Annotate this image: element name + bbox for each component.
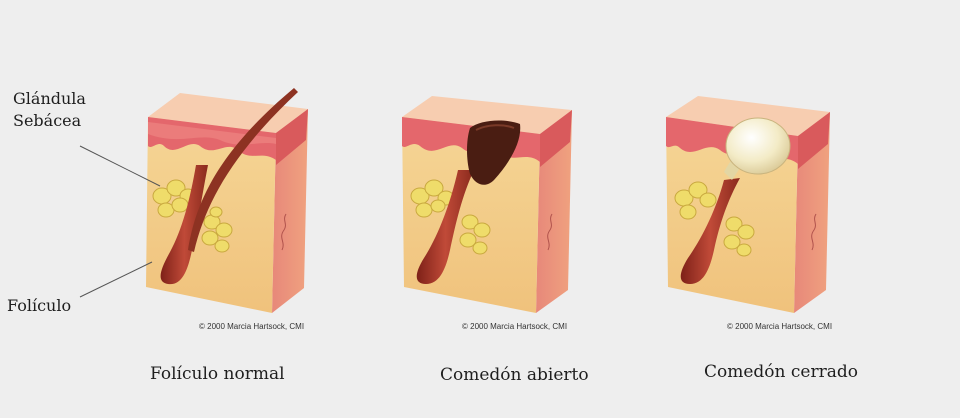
sebaceous-gland — [410, 179, 491, 255]
label-glandula: Glándula Sebácea — [13, 88, 86, 132]
credit-text: © 2000 Marcia Hartsock, CMI — [199, 322, 305, 331]
credit-text: © 2000 Marcia Hartsock, CMI — [727, 322, 833, 331]
follicle-leader-line — [79, 261, 153, 298]
blackhead-plug — [467, 120, 521, 185]
gland-leader-line — [79, 145, 161, 187]
hair-follicle — [416, 170, 474, 284]
whitehead-plug — [725, 117, 791, 175]
panel-closed-comedone — [666, 96, 830, 313]
skin-top-face — [148, 93, 308, 133]
hair-follicle — [680, 178, 740, 284]
panel-open-comedone — [402, 96, 572, 313]
skin-top-face — [666, 96, 830, 136]
skin-top-face — [402, 96, 572, 134]
label-glandula-line2: Sebácea — [13, 111, 82, 130]
hair-follicle — [160, 165, 208, 285]
caption-open-comedone: Comedón abierto — [440, 365, 589, 385]
credit-text: © 2000 Marcia Hartsock, CMI — [462, 322, 568, 331]
caption-closed-comedone: Comedón cerrado — [704, 362, 858, 382]
label-foliculo: Folículo — [7, 296, 72, 315]
panel-normal-follicle — [146, 88, 308, 313]
label-glandula-line1: Glándula — [13, 89, 86, 108]
caption-normal-follicle: Folículo normal — [150, 364, 285, 384]
sebaceous-gland — [674, 181, 755, 257]
